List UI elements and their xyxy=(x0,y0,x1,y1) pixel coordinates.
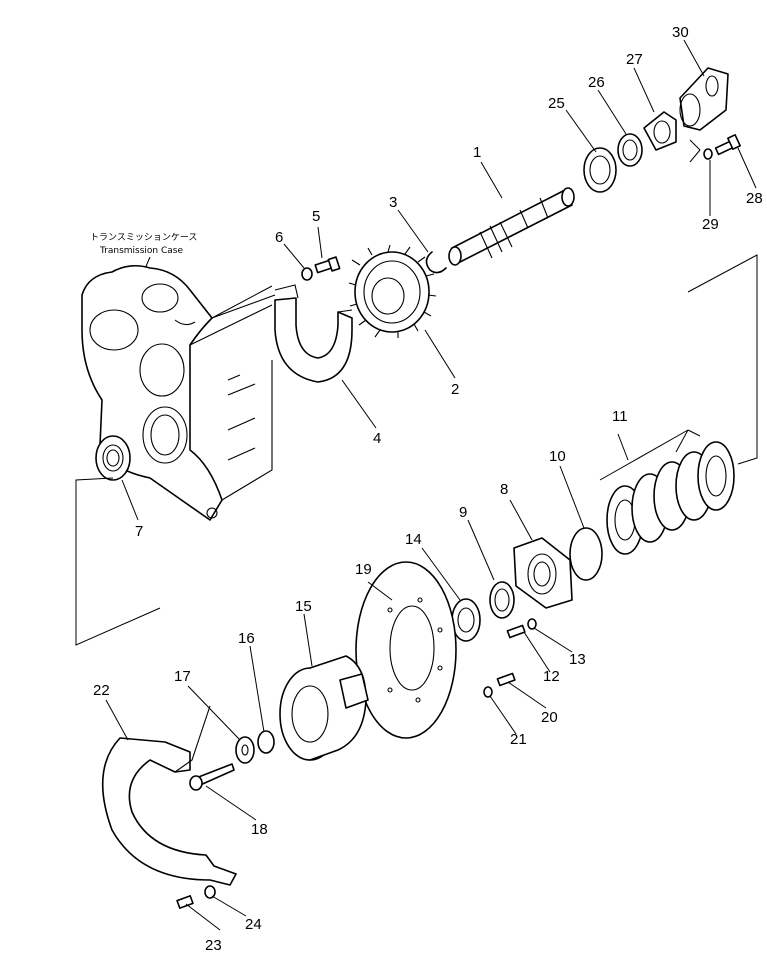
callout-2: 2 xyxy=(451,381,459,398)
gear-2 xyxy=(348,244,437,338)
callout-16: 16 xyxy=(238,630,255,647)
seal-26 xyxy=(617,133,643,167)
o-ring-10 xyxy=(569,527,603,581)
cover-22 xyxy=(101,705,237,886)
callout-5: 5 xyxy=(312,208,320,225)
guard-4 xyxy=(274,284,353,383)
callout-15: 15 xyxy=(295,598,312,615)
bolt-23 xyxy=(176,895,194,909)
callout-30: 30 xyxy=(672,24,689,41)
washer-17 xyxy=(235,736,255,764)
alignment-line-left xyxy=(75,477,161,646)
washer-13 xyxy=(527,618,537,630)
seal-9 xyxy=(489,581,515,619)
o-ring-16 xyxy=(257,730,275,754)
callout-18: 18 xyxy=(251,821,268,838)
callout-19: 19 xyxy=(355,561,372,578)
callout-22: 22 xyxy=(93,682,110,699)
callout-8: 8 xyxy=(500,481,508,498)
callout-21: 21 xyxy=(510,731,527,748)
caption-en: Transmission Case xyxy=(99,246,183,256)
callout-23: 23 xyxy=(205,937,222,953)
callout-25: 25 xyxy=(548,95,565,112)
shaft-1 xyxy=(448,187,575,266)
bolt-18 xyxy=(189,763,235,791)
callout-4: 4 xyxy=(373,430,381,447)
washer-29 xyxy=(703,148,713,160)
alignment-line-right xyxy=(687,254,758,465)
callout-10: 10 xyxy=(549,448,566,465)
caption-jp: トランスミッションケース xyxy=(90,232,197,243)
coupling-30 xyxy=(679,67,729,131)
washer-21 xyxy=(483,686,493,698)
bolt-28 xyxy=(714,134,741,156)
callout-17: 17 xyxy=(174,668,191,685)
bolt-5 xyxy=(314,256,341,274)
flange-27 xyxy=(643,111,677,151)
callout-9: 9 xyxy=(459,504,467,521)
callout-13: 13 xyxy=(569,651,586,668)
callout-11: 11 xyxy=(612,408,628,425)
callout-28: 28 xyxy=(746,190,763,207)
collar-14 xyxy=(451,598,481,642)
callout-12: 12 xyxy=(543,668,560,685)
transmission-case xyxy=(81,264,276,521)
callout-6: 6 xyxy=(275,229,283,246)
callout-14: 14 xyxy=(405,531,422,548)
bracket-29 xyxy=(689,139,701,163)
callout-27: 27 xyxy=(626,51,643,68)
bolt-20 xyxy=(496,672,516,687)
callout-7: 7 xyxy=(135,523,143,540)
bearing-25 xyxy=(583,147,617,193)
callout-26: 26 xyxy=(588,74,605,91)
callout-29: 29 xyxy=(702,216,719,233)
bolt-12 xyxy=(506,624,526,639)
callout-3: 3 xyxy=(389,194,397,211)
bracket-11 xyxy=(599,429,701,481)
disc-pack-11 xyxy=(606,441,735,555)
callout-20: 20 xyxy=(541,709,558,726)
brake-disc-19 xyxy=(355,561,457,739)
callout-1: 1 xyxy=(473,144,481,161)
callout-24: 24 xyxy=(245,916,262,933)
washer-6 xyxy=(301,267,313,281)
washer-24 xyxy=(204,885,216,899)
housing-8 xyxy=(513,537,573,609)
callout-numbers: 1 2 3 4 5 6 7 8 9 10 11 12 13 14 15 16 1… xyxy=(93,24,763,953)
bearing-7 xyxy=(95,435,131,481)
snap-ring-3 xyxy=(425,251,447,274)
drum-15 xyxy=(279,655,369,761)
